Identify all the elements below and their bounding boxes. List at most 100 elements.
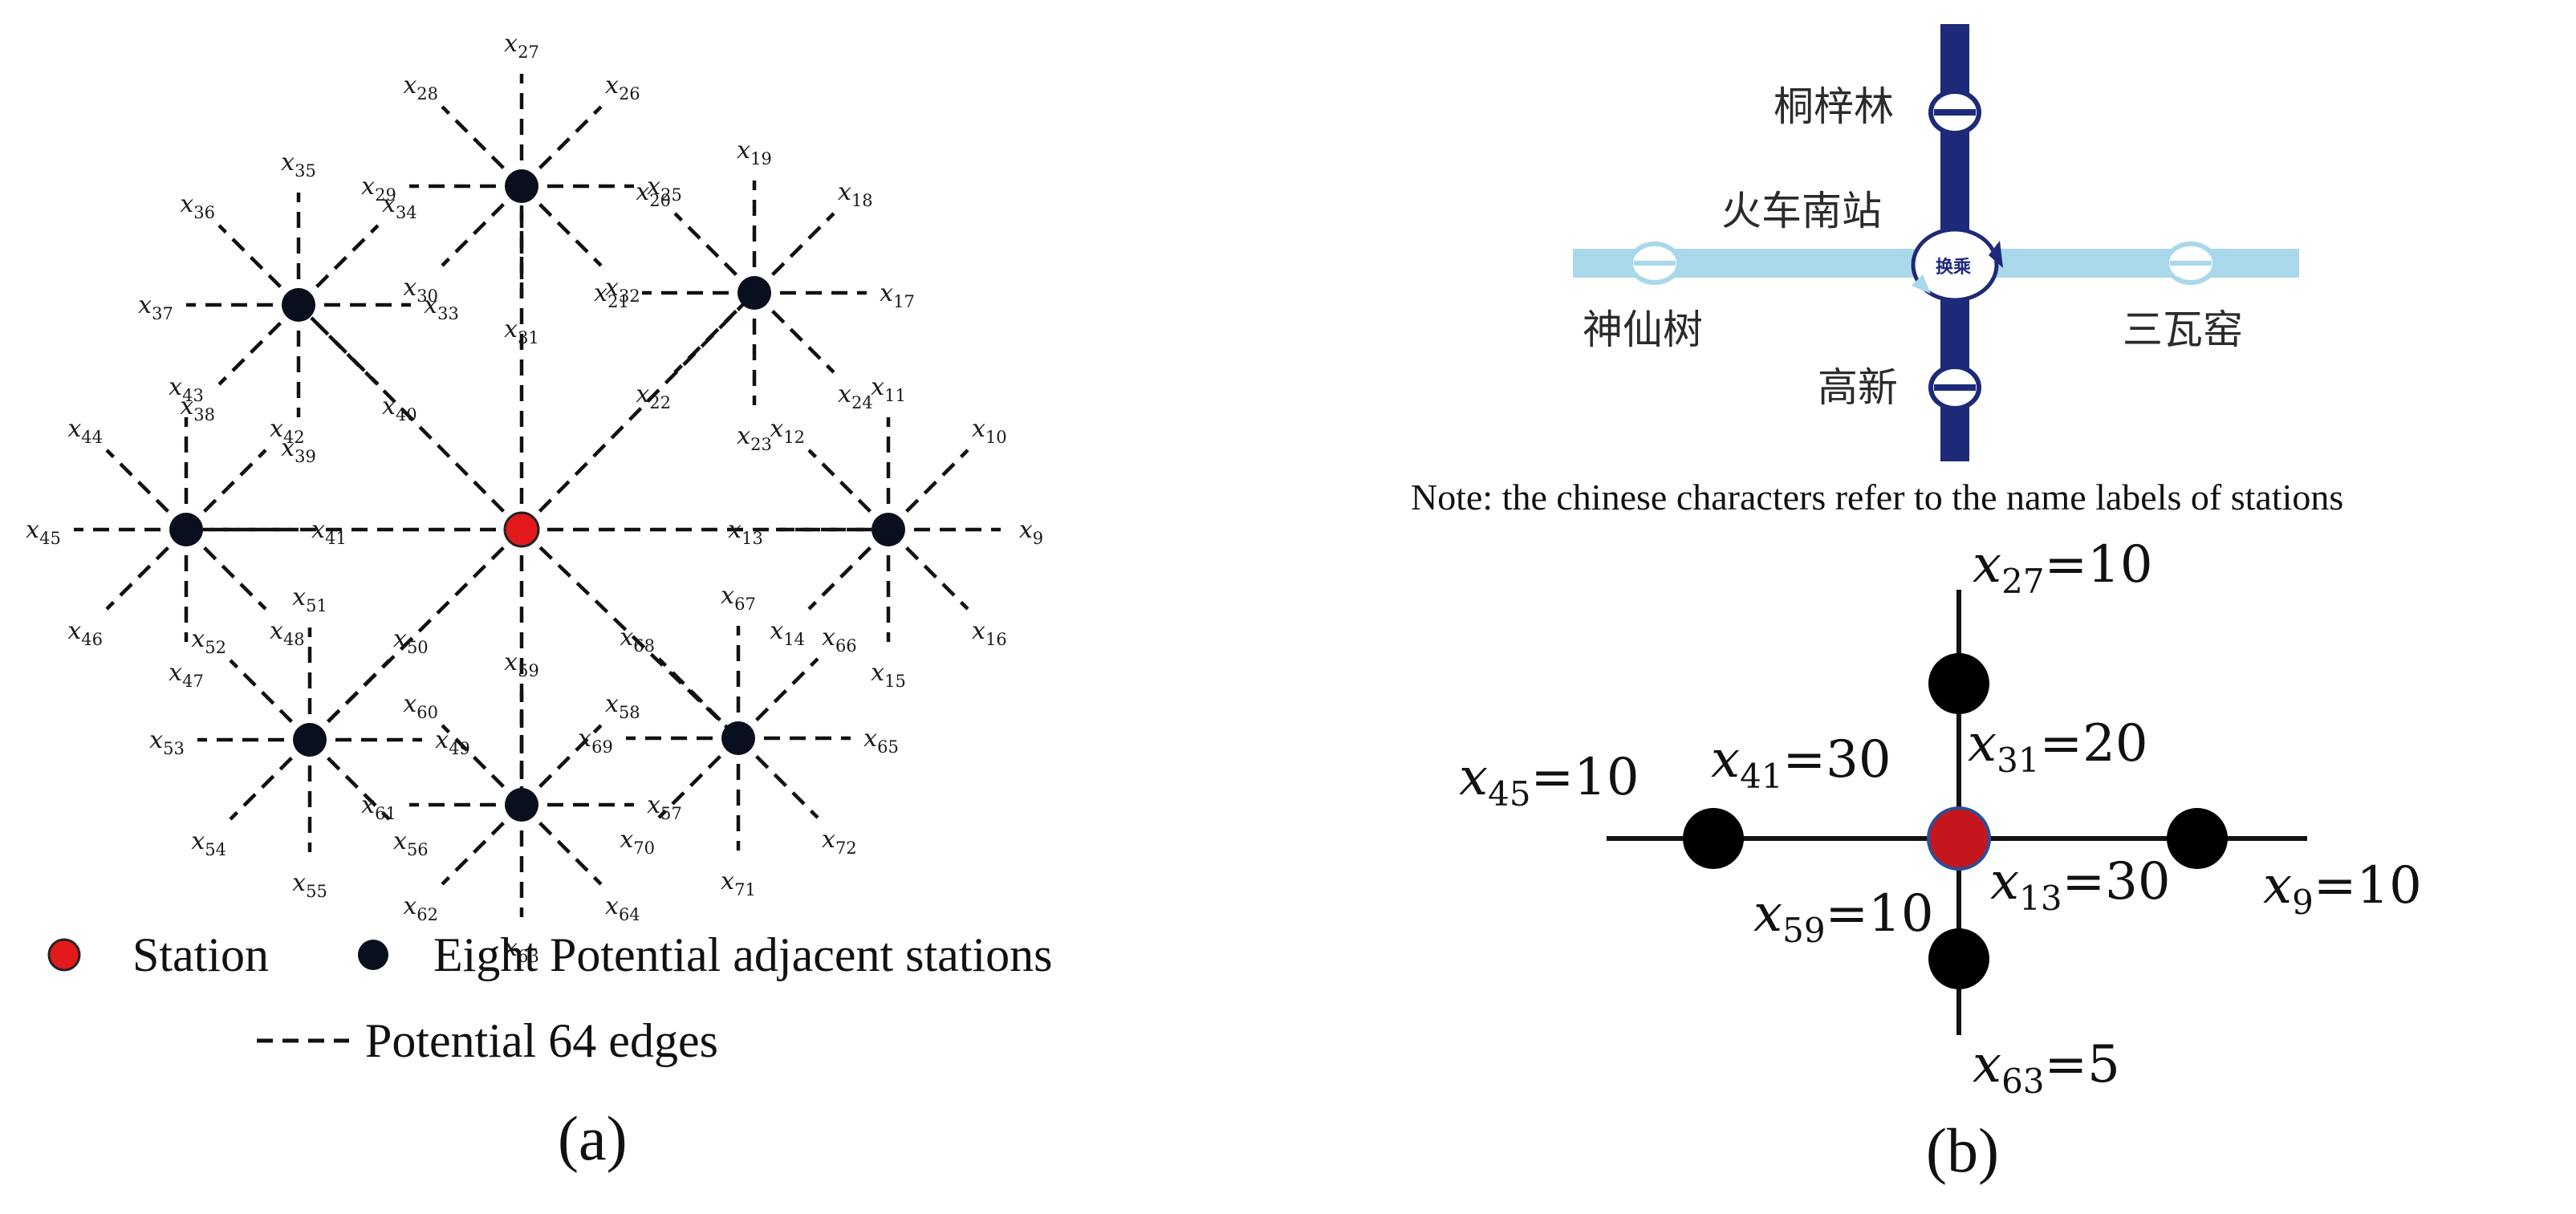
edge-label-x42: x42: [270, 415, 305, 447]
station-name-east: 三瓦窑: [2123, 307, 2243, 353]
edge-label-x18: x18: [838, 178, 873, 210]
legend: Station Eight Potential adjacent station…: [47, 928, 1053, 1067]
transfer-station-marker: 换乘: [1911, 227, 2003, 302]
star-edge-x62: [441, 803, 523, 886]
station-marker-west: [1628, 242, 1681, 285]
edge-label-x59: x59: [504, 648, 539, 680]
star-edge-x64: [520, 803, 603, 886]
legend-adjacent-label: Eight Potential adjacent stations: [433, 928, 1053, 981]
station-name-south: 高新: [1818, 364, 1898, 411]
edge-label-x10: x10: [972, 415, 1007, 447]
edge-label-x62: x62: [403, 892, 438, 924]
panel-a-network-diagram: x9x10x11x12x13x14x15x16x17x18x19x20x21x2…: [26, 30, 1043, 966]
edge-label-x33: x33: [424, 291, 459, 323]
dashed-edge-set: [74, 74, 1001, 917]
edge-label-x15: x15: [871, 659, 906, 691]
edge-label-x45: x45: [26, 516, 61, 548]
edge-label-x63: x63: [504, 934, 539, 966]
adjacent-station-node-2: [737, 276, 771, 310]
star-edge-x52: [229, 659, 311, 741]
edge-label-x53: x53: [149, 726, 185, 758]
star-edge-x10: [887, 449, 969, 531]
flow-node-west: [1683, 808, 1744, 869]
edge-label-x65: x65: [863, 725, 899, 757]
star-edge-x20: [673, 212, 756, 294]
adjacent-station-node-8: [721, 721, 755, 755]
edge-label-x22: x22: [636, 380, 671, 412]
star-edge-x24: [753, 291, 835, 374]
star-edge-x26: [520, 105, 603, 188]
legend-station-marker: [47, 938, 81, 972]
panel-a-caption: (a): [558, 1103, 628, 1173]
edge-label-x64: x64: [605, 892, 640, 924]
edge-label-x25: x25: [647, 173, 682, 205]
star-edge-x14: [807, 528, 890, 611]
star-edge-x70: [657, 737, 740, 819]
station-name-center: 火车南站: [1721, 188, 1882, 234]
edge-label-x48: x48: [270, 617, 305, 649]
station-node-set: [169, 169, 905, 822]
edge-label-x13: x13: [728, 516, 763, 548]
star-edge-x50: [308, 659, 391, 741]
edge-label-x14: x14: [770, 617, 805, 649]
star-edge-x66: [737, 657, 819, 740]
edge-label-x46: x46: [67, 617, 103, 649]
star-edge-x40: [297, 303, 380, 386]
edge-label-x11: x11: [871, 373, 906, 405]
star-edge-x58: [520, 724, 603, 806]
edge-label-x19: x19: [737, 136, 772, 168]
edge-label-x61: x61: [361, 791, 396, 823]
legend-edges-label: Potential 64 edges: [365, 1014, 718, 1067]
station-marker-east: [2164, 242, 2217, 285]
edge-label-x23: x23: [737, 422, 772, 454]
star-edge-x32: [520, 185, 603, 267]
edge-label-x29: x29: [361, 173, 396, 205]
flow-node-center-station: [1927, 806, 1991, 871]
edge-label-x50: x50: [393, 625, 429, 657]
edge-label-x69: x69: [578, 725, 613, 757]
star-edge-x12: [807, 449, 890, 531]
adjacent-station-node-5: [169, 513, 203, 546]
edge-label-x35: x35: [281, 148, 316, 181]
flow-label-x13: x13=30: [1990, 852, 2171, 918]
edge-label-x43: x43: [169, 373, 204, 405]
edge-label-x51: x51: [292, 583, 327, 615]
star-edge-x46: [105, 528, 188, 611]
flow-label-x41: x41=30: [1711, 730, 1891, 796]
edge-label-x34: x34: [382, 190, 417, 222]
edge-label-x32: x32: [605, 274, 640, 306]
edge-label-x40: x40: [382, 392, 417, 424]
star-edge-x56: [308, 738, 391, 821]
station-name-west: 神仙树: [1583, 307, 1703, 353]
edge-label-x67: x67: [721, 582, 756, 614]
edge-label-x60: x60: [403, 690, 438, 722]
legend-station-label: Station: [132, 928, 269, 981]
station-marker-south: [1928, 364, 1981, 411]
adjacent-station-node-3: [505, 169, 538, 203]
edge-label-x71: x71: [721, 867, 756, 899]
station-marker-north: [1928, 89, 1981, 136]
panel-b-note: Note: the chinese characters refer to th…: [1411, 477, 2343, 518]
edge-label-x54: x54: [191, 827, 226, 859]
star-edge-x54: [229, 738, 311, 821]
edge-label-x24: x24: [838, 380, 873, 412]
edge-label-x55: x55: [292, 869, 327, 901]
edge-label-x49: x49: [435, 726, 470, 758]
adjacent-station-node-1: [872, 513, 905, 546]
edge-label-x16: x16: [972, 617, 1007, 649]
edge-label-x56: x56: [393, 827, 429, 859]
edge-label-x31: x31: [504, 315, 539, 347]
edge-label-x44: x44: [67, 415, 103, 447]
star-edge-x60: [441, 724, 523, 806]
edge-label-x27: x27: [504, 30, 539, 62]
edge-label-x68: x68: [620, 623, 655, 656]
station-name-north: 桐梓林: [1774, 83, 1894, 130]
edge-label-x57: x57: [647, 791, 682, 823]
star-edge-x22: [673, 291, 756, 374]
panel-b-caption: (b): [1926, 1115, 1999, 1185]
flow-label-x63: x63=5: [1973, 1035, 2120, 1101]
star-edge-x48: [185, 528, 267, 611]
spoke-edge-2: [520, 291, 756, 531]
flow-node-south: [1928, 928, 1989, 989]
